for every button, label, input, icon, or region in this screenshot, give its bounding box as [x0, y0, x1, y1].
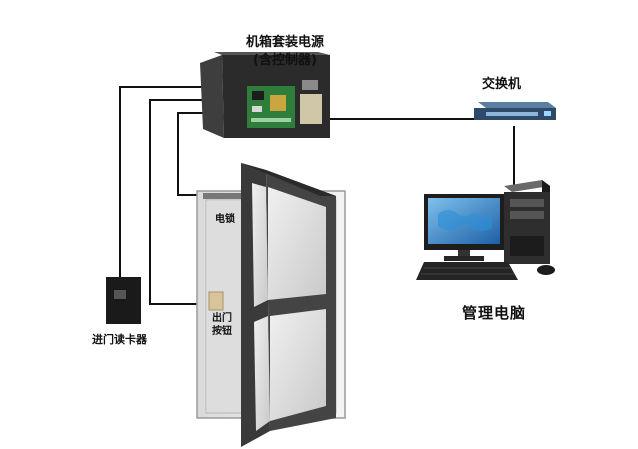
control-box-label-line2: (含控制器) [253, 53, 317, 68]
control-box-label-line1: 机箱套装电源 [245, 35, 324, 50]
wire-electric-lock [177, 112, 206, 196]
exit-button-label: 出门 按钮 [207, 312, 237, 338]
control-box-label: 机箱套装电源 (含控制器) [230, 34, 340, 70]
network-switch-icon [474, 102, 556, 120]
wiring [119, 86, 515, 305]
pc-tower-icon [504, 180, 550, 264]
wire-card-reader [119, 86, 206, 277]
exit-button-label-line2: 按钮 [212, 326, 232, 337]
control-box-icon [200, 52, 330, 138]
exit-button-icon [208, 291, 224, 311]
card-reader-label: 进门读卡器 [92, 333, 147, 346]
computer-monitor-icon [424, 194, 504, 261]
switch-label: 交换机 [482, 77, 522, 92]
wire-exit-button [149, 99, 206, 305]
electric-lock-label: 电锁 [215, 214, 235, 225]
keyboard-icon [416, 262, 518, 280]
card-reader-icon [106, 277, 141, 324]
mouse-icon [537, 265, 555, 275]
computer-label: 管理电脑 [462, 304, 527, 322]
electric-lock-icon [203, 193, 241, 199]
exit-button-label-line1: 出门 [212, 313, 232, 324]
